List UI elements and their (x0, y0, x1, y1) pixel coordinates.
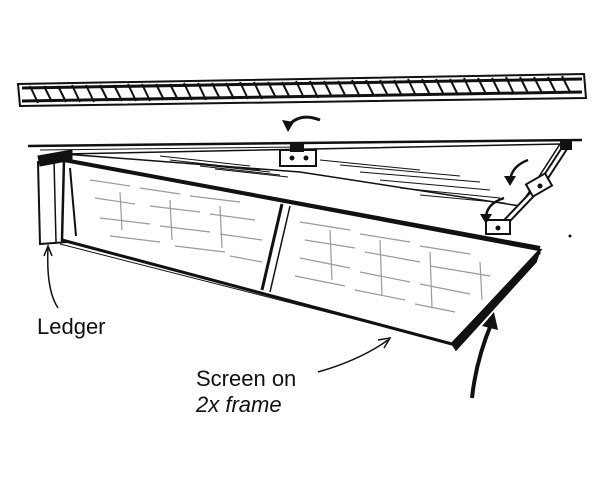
screen-frame (59, 158, 543, 352)
ceiling-line (27, 138, 583, 151)
ledger-leader-line (43, 243, 59, 309)
screen-leader-line (317, 336, 392, 373)
screen-label-line1: Screen on (196, 366, 297, 391)
swing-up-arrow-icon (470, 312, 498, 399)
screen-mesh (89, 179, 491, 313)
prop-arm (485, 140, 572, 235)
screen-label-line2: 2x frame (196, 392, 282, 417)
roof-beam (16, 72, 588, 108)
fold-arrow-icon (480, 158, 529, 224)
ledger-label: Ledger (37, 314, 106, 339)
rotate-arrow-icon (282, 115, 321, 132)
ledger-board (36, 149, 73, 246)
stray-mark (568, 234, 572, 238)
ceiling-shading (63, 143, 562, 207)
hinge-bracket-icon (279, 142, 317, 167)
